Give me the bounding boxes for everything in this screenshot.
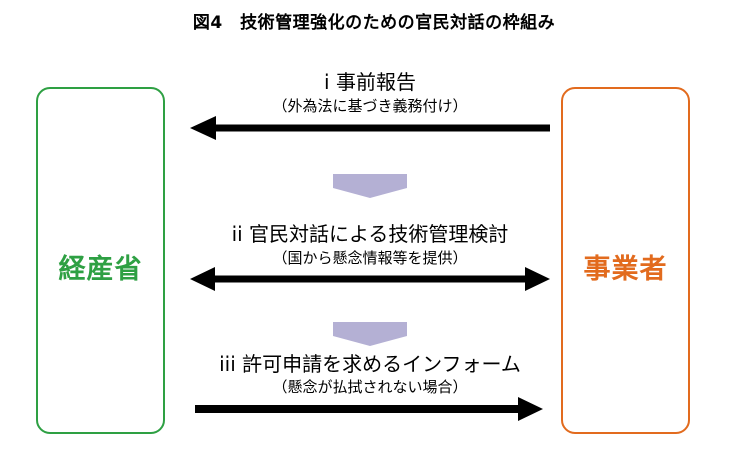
step-2-arrow bbox=[190, 267, 550, 291]
step-2-title: ii 官民対話による技術管理検討 bbox=[231, 222, 509, 246]
step-connector-2 bbox=[333, 322, 407, 346]
step-connector-1 bbox=[333, 174, 407, 198]
step-3-title: iii 許可申請を求めるインフォーム bbox=[219, 352, 521, 376]
step-3-subtitle: （懸念が払拭されない場合） bbox=[272, 378, 468, 396]
business-operator-box: 事業者 bbox=[561, 87, 690, 434]
figure-title: 図4 技術管理強化のための官民対話の枠組み bbox=[192, 13, 556, 33]
step-1-arrow bbox=[190, 116, 550, 140]
meti-box: 経産省 bbox=[36, 87, 165, 434]
step-3-arrow bbox=[195, 397, 543, 421]
step-2-subtitle: （国から懸念情報等を提供） bbox=[272, 249, 468, 267]
step-1-title: i 事前報告 bbox=[324, 70, 416, 94]
step-1-subtitle: （外為法に基づき義務付け） bbox=[272, 97, 468, 115]
meti-label: 経産省 bbox=[58, 254, 143, 285]
business-operator-label: 事業者 bbox=[583, 254, 668, 285]
